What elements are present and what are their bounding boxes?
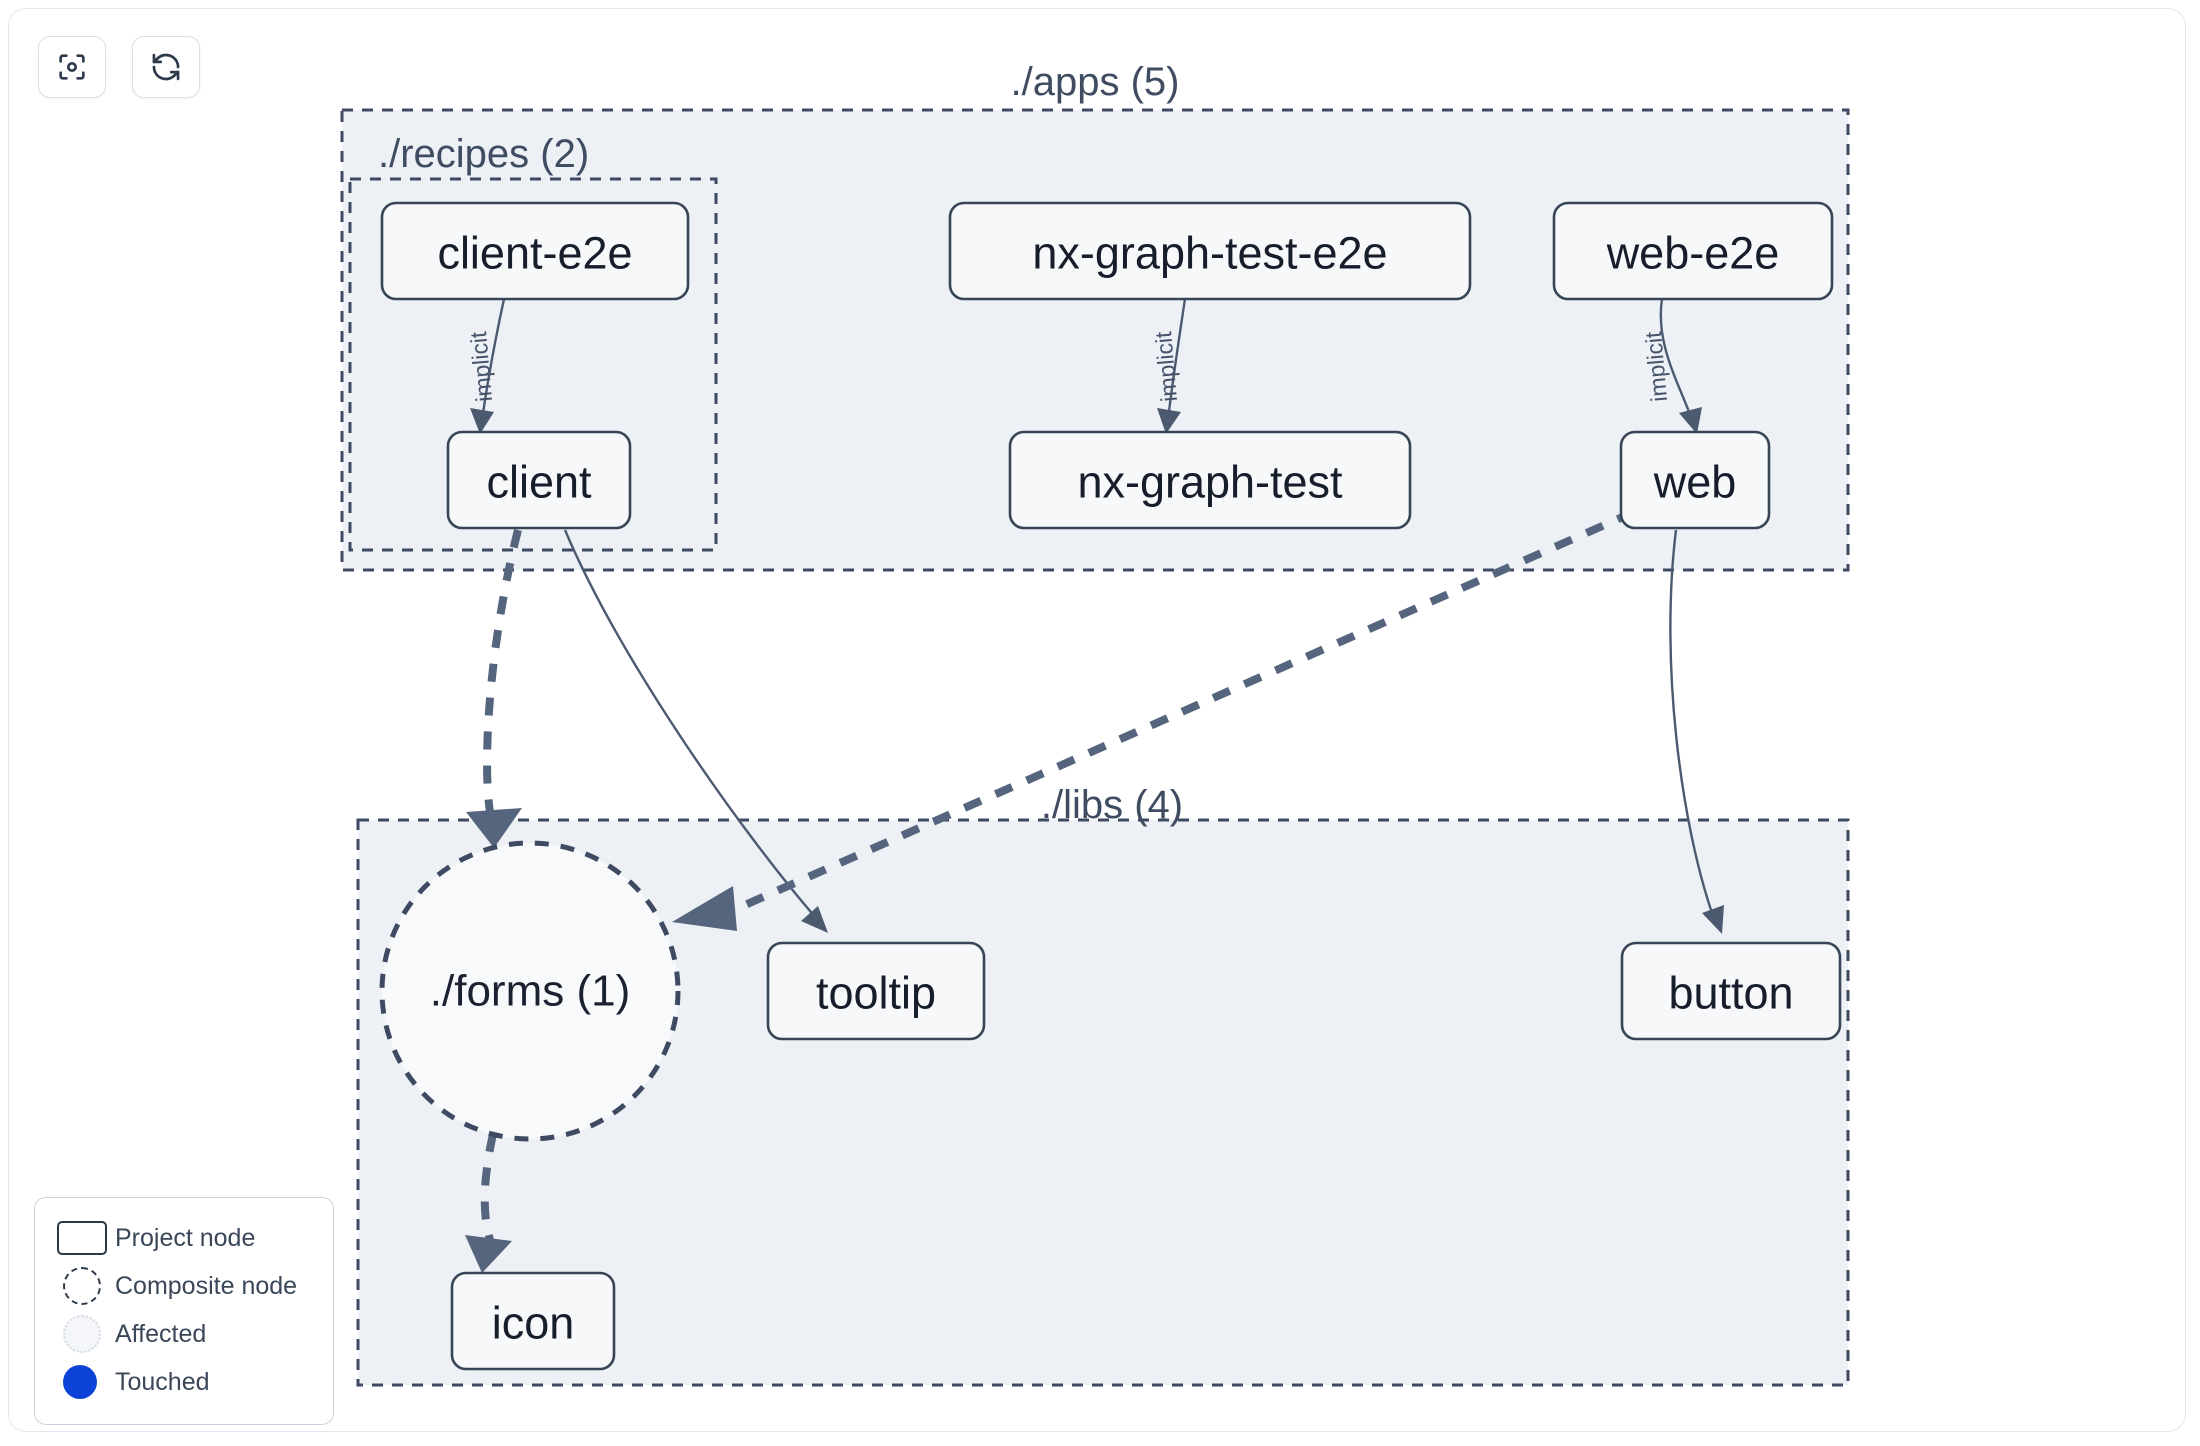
- legend-label: Affected: [115, 1319, 207, 1348]
- legend-item-composite-node: Composite node: [57, 1262, 313, 1310]
- edge-arrowhead: [465, 1235, 512, 1273]
- node-label: nx-graph-test-e2e: [1032, 228, 1387, 279]
- refresh-sync-icon: [149, 50, 183, 84]
- edge-forms-to-icon[interactable]: [465, 1133, 512, 1273]
- edge-arrowhead: [1702, 905, 1724, 934]
- edge-path: [480, 298, 506, 421]
- edge-web-e2e-to-web[interactable]: implicit: [1640, 298, 1702, 434]
- edge-client-e2e-to-client[interactable]: implicit: [465, 298, 506, 434]
- edge-path: [483, 529, 522, 813]
- legend-label: Composite node: [115, 1271, 298, 1300]
- edge-arrowhead: [672, 886, 737, 931]
- node-web-e2e[interactable]: web-e2e: [1552, 201, 1834, 301]
- refresh-graph-button[interactable]: [132, 36, 200, 98]
- node-label: client-e2e: [437, 228, 632, 279]
- node-client[interactable]: client: [446, 430, 632, 530]
- edge-arrowhead: [470, 408, 494, 434]
- graph-legend: Project node Composite node Affected Tou…: [34, 1197, 334, 1425]
- node-label: web-e2e: [1606, 228, 1780, 279]
- node-rect[interactable]: [1620, 941, 1842, 1041]
- node-client-e2e[interactable]: client-e2e: [380, 201, 690, 301]
- group-apps-label: ./apps (5): [1011, 60, 1180, 104]
- edge-label-implicit: implicit: [1640, 330, 1672, 403]
- node-label: web: [1653, 457, 1737, 508]
- node-rect[interactable]: [1619, 430, 1771, 530]
- edge-web-to-forms[interactable]: [672, 508, 1636, 931]
- edge-label-implicit: implicit: [465, 330, 497, 403]
- edge-label-implicit: implicit: [1150, 330, 1182, 403]
- edge-arrowhead: [1157, 408, 1181, 434]
- edge-web-to-button[interactable]: [1669, 529, 1724, 934]
- legend-label: Touched: [115, 1367, 210, 1396]
- node-rect[interactable]: [380, 201, 690, 301]
- edge-path: [1669, 529, 1715, 917]
- edge-path: [1659, 298, 1694, 421]
- node-label: button: [1668, 968, 1793, 1019]
- edge-client-to-forms[interactable]: [466, 529, 522, 848]
- node-label: icon: [492, 1298, 575, 1349]
- legend-item-project-node: Project node: [57, 1214, 313, 1262]
- edge-path: [743, 508, 1636, 909]
- focus-graph-button[interactable]: [38, 36, 106, 98]
- node-nx-graph-test-e2e[interactable]: nx-graph-test-e2e: [948, 201, 1472, 301]
- node-label: tooltip: [816, 968, 936, 1019]
- group-libs-label: ./libs (4): [1041, 783, 1183, 827]
- node-tooltip[interactable]: tooltip: [766, 941, 986, 1041]
- node-rect[interactable]: [766, 941, 986, 1041]
- node-button[interactable]: button: [1620, 941, 1842, 1041]
- legend-item-affected: Affected: [57, 1310, 313, 1358]
- node-label: client: [486, 457, 592, 508]
- affected-swatch: [57, 1315, 115, 1353]
- edge-nx-graph-test-e2e-to-nx-graph-test[interactable]: implicit: [1150, 298, 1187, 434]
- graph-toolbar: [38, 36, 200, 98]
- node-rect[interactable]: [450, 1271, 616, 1371]
- node-forms-composite[interactable]: ./forms (1): [379, 840, 681, 1142]
- node-icon[interactable]: icon: [450, 1271, 616, 1371]
- edge-client-to-tooltip[interactable]: [563, 529, 828, 933]
- legend-item-touched: Touched: [57, 1358, 313, 1406]
- node-rect[interactable]: [1552, 201, 1834, 301]
- legend-label: Project node: [115, 1223, 256, 1252]
- project-node-swatch: [57, 1221, 115, 1255]
- group-recipes-label: ./recipes (2): [378, 132, 589, 176]
- node-label: nx-graph-test: [1077, 457, 1343, 508]
- focus-target-icon: [55, 50, 89, 84]
- node-label: ./forms (1): [430, 967, 630, 1016]
- edge-arrowhead: [1679, 407, 1702, 434]
- node-rect[interactable]: [948, 201, 1472, 301]
- touched-swatch: [57, 1365, 115, 1399]
- composite-node-swatch: [57, 1267, 115, 1305]
- edge-arrowhead: [466, 808, 522, 848]
- node-rect[interactable]: [1008, 430, 1412, 530]
- node-nx-graph-test[interactable]: nx-graph-test: [1008, 430, 1412, 530]
- node-web[interactable]: web: [1619, 430, 1771, 530]
- edge-path: [1166, 298, 1187, 421]
- composite-node-circle[interactable]: [379, 840, 681, 1142]
- node-rect[interactable]: [446, 430, 632, 530]
- edge-path: [563, 529, 817, 919]
- edge-path: [480, 1133, 497, 1242]
- edge-arrowhead: [801, 906, 828, 933]
